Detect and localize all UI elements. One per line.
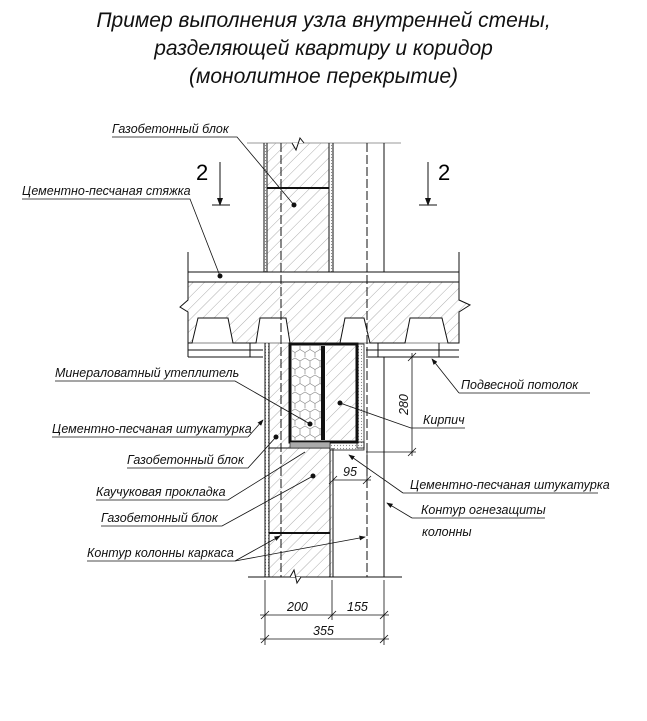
steel-column [288, 342, 365, 451]
title-line-2: разделяющей квартиру и коридор [154, 37, 493, 60]
label-fire-contour: Контур огнезащиты [421, 503, 546, 517]
leader-dots [217, 202, 343, 479]
label-column-contour: Контур колонны каркаса [87, 546, 234, 560]
svg-text:2: 2 [196, 160, 208, 185]
label-aerated-block-mid: Газобетонный блок [127, 453, 245, 467]
title-line-3: (монолитное перекрытие) [188, 65, 459, 88]
label-plaster-left: Цементно-песчаная штукатурка [52, 422, 252, 436]
monolithic-slab [179, 252, 472, 358]
section-mark-right: 2 [419, 160, 450, 206]
label-plaster-right: Цементно-песчаная штукатурка [410, 478, 610, 492]
dimension-200: 200 [286, 600, 308, 614]
label-aerated-block-top: Газобетонный блок [112, 122, 230, 136]
label-mineral-wool: Минераловатный утеплитель [55, 366, 239, 380]
label-brick: Кирпич [423, 413, 465, 427]
dimension-95: 95 [343, 465, 357, 479]
dimension-lines [260, 352, 417, 645]
label-suspended-ceiling: Подвесной потолок [461, 378, 579, 392]
dimension-280: 280 [397, 394, 411, 416]
label-screed: Цементно-песчаная стяжка [22, 184, 191, 198]
svg-text:2: 2 [438, 160, 450, 185]
upper-wall [247, 136, 401, 272]
section-mark-left: 2 [196, 160, 230, 206]
label-rubber-gasket: Каучуковая прокладка [96, 485, 226, 499]
leaders [22, 136, 598, 562]
dimension-355: 355 [313, 624, 334, 638]
label-aerated-block-low: Газобетонный блок [101, 511, 219, 525]
dimension-155: 155 [347, 600, 368, 614]
label-fire-contour-2: колонны [422, 525, 472, 539]
title-line-1: Пример выполнения узла внутренней стены, [96, 9, 551, 32]
